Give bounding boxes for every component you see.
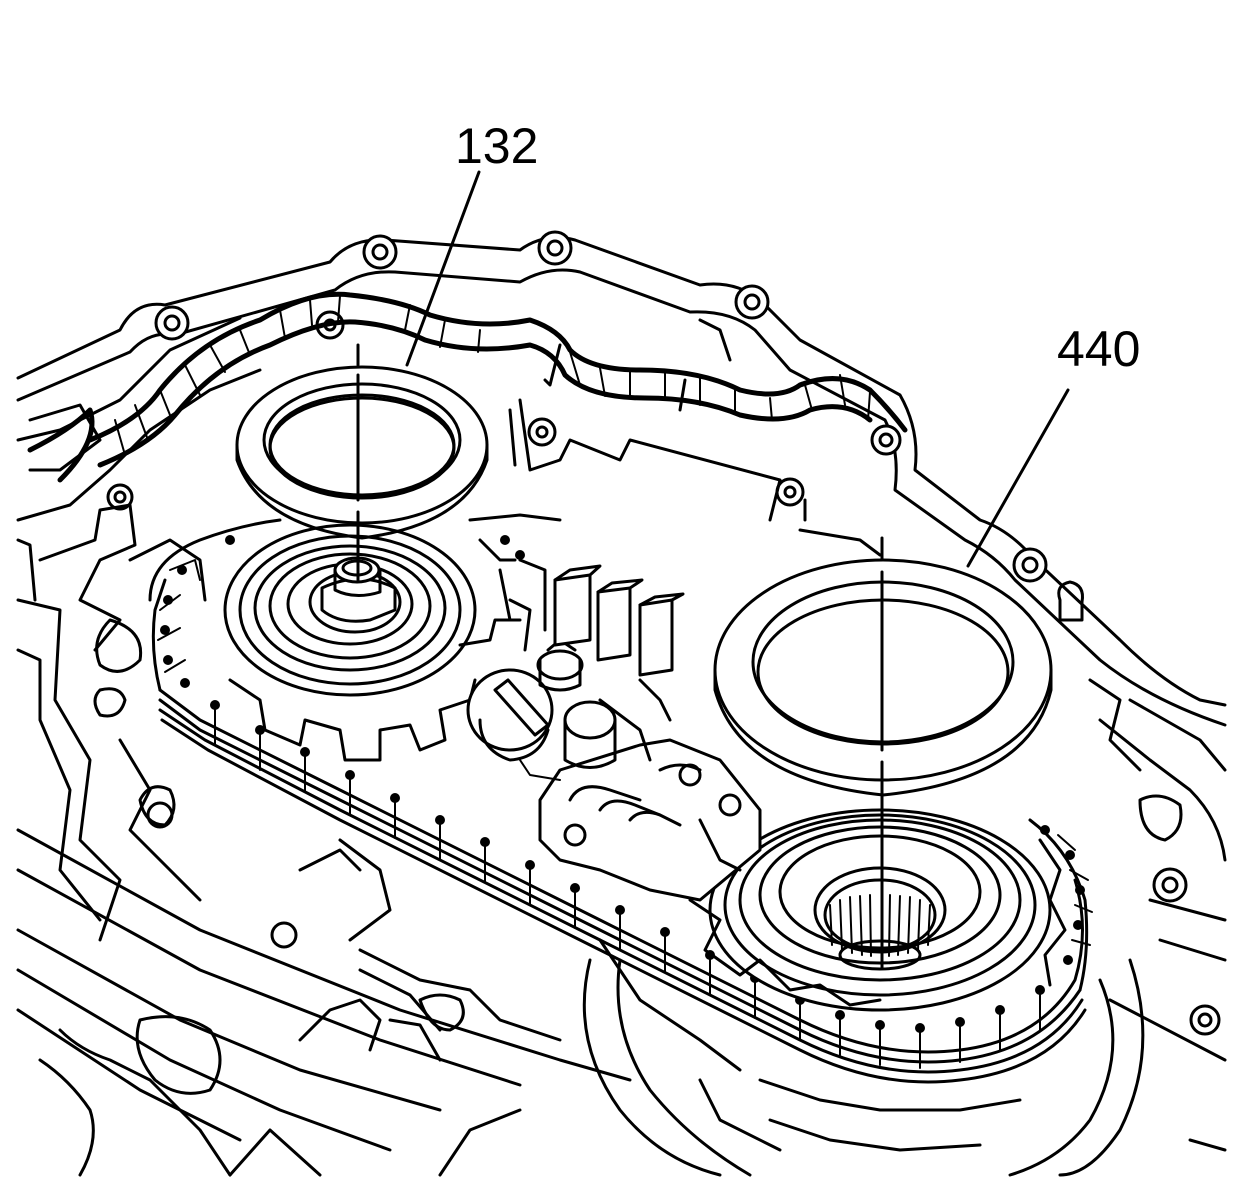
callout-440-label: 440 [1057, 321, 1140, 377]
drive-chain [148, 518, 1093, 1084]
thrust-washer-132 [235, 365, 489, 540]
center-components [298, 538, 1022, 1152]
driven-sprocket [688, 808, 1067, 1012]
leader-lines [405, 170, 1070, 568]
case-housing [16, 230, 1227, 1177]
callout-132-label: 132 [455, 118, 538, 174]
center-axis-lines [356, 343, 884, 970]
